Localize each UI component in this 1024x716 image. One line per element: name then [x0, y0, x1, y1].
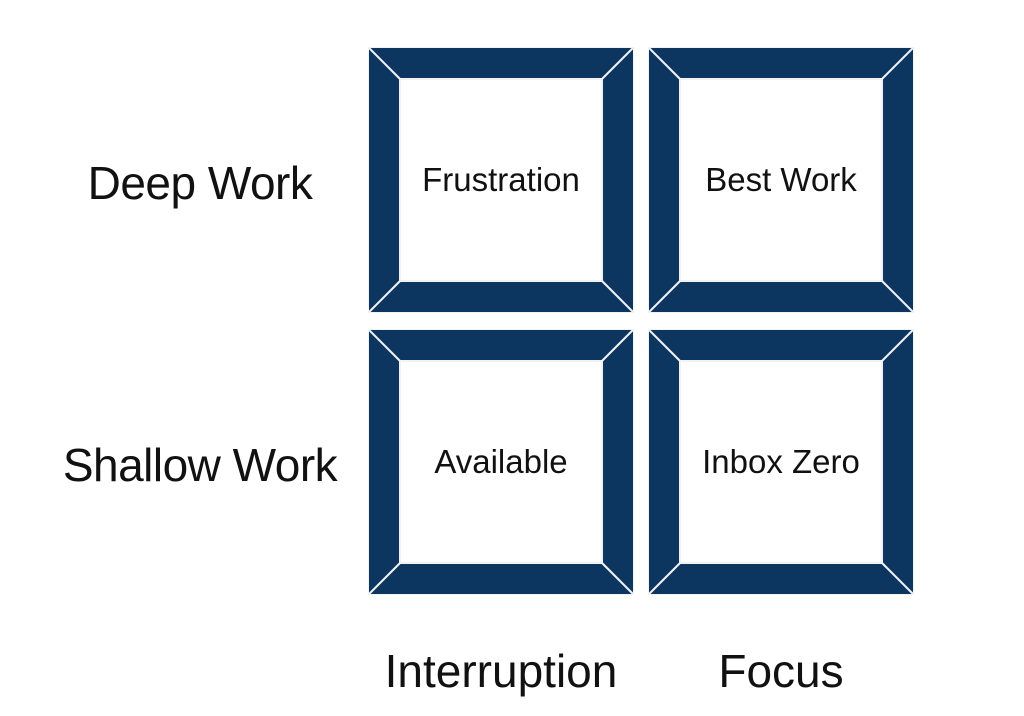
quadrant-label: Best Work	[705, 161, 857, 198]
quadrant-label: Available	[434, 443, 568, 480]
row-label-shallow-work: Shallow Work	[62, 439, 338, 491]
quadrant-inbox-zero: Inbox Zero	[648, 329, 914, 595]
quadrant-available: Available	[368, 329, 634, 595]
frame-icon	[648, 47, 914, 313]
frame-icon	[368, 329, 634, 595]
frame-icon	[648, 329, 914, 595]
frame-icon	[368, 47, 634, 313]
column-label-focus: Focus	[718, 645, 844, 697]
column-label-interruption: Interruption	[384, 645, 618, 697]
quadrant-label: Inbox Zero	[702, 443, 860, 480]
row-label-deep-work: Deep Work	[87, 157, 313, 209]
quadrant-label: Frustration	[422, 161, 580, 198]
quadrant-best-work: Best Work	[648, 47, 914, 313]
quadrant-frustration: Frustration	[368, 47, 634, 313]
